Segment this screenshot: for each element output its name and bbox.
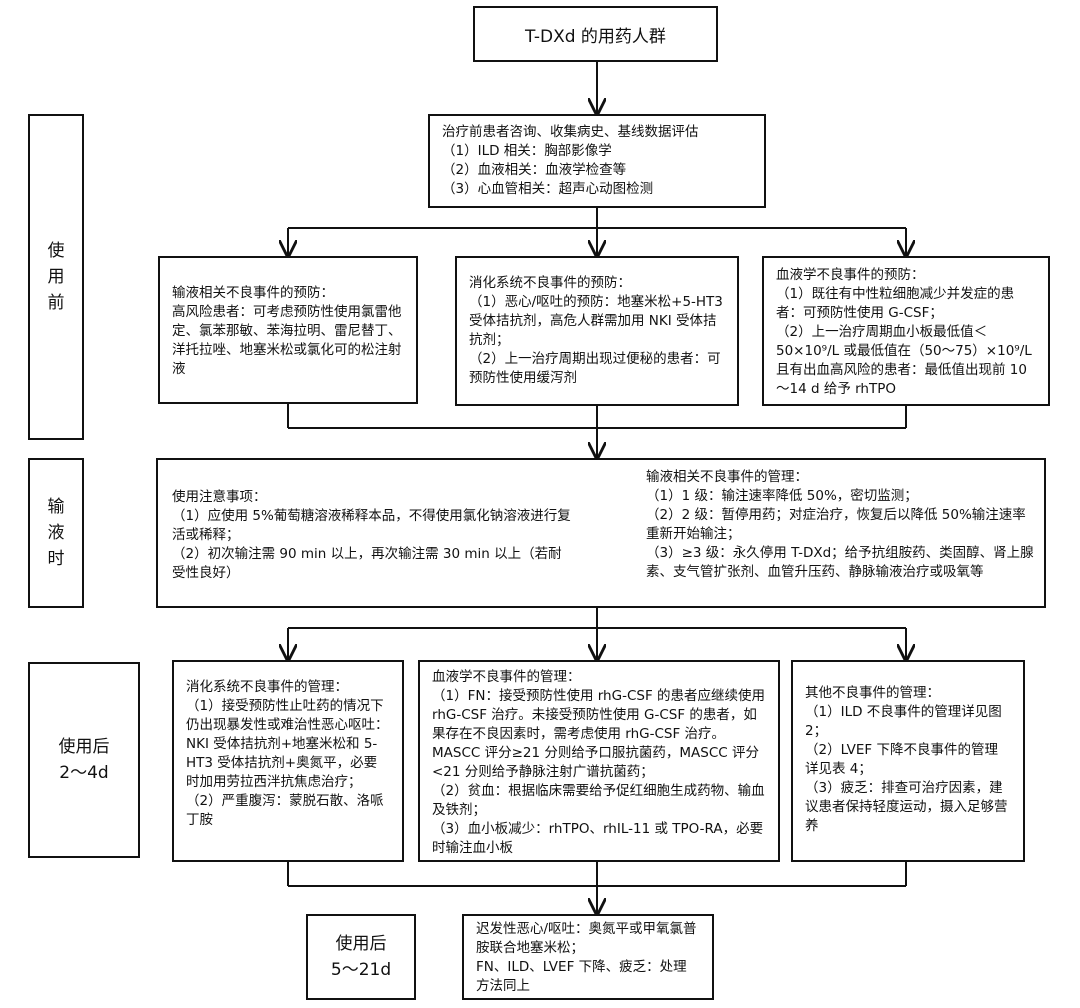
flowchart-title: T-DXd 的用药人群 [473, 6, 718, 62]
gi-management-box: 消化系统不良事件的管理： （1）接受预防性止吐药的情况下仍出现暴发性或难治性恶心… [172, 660, 404, 862]
infusion-reaction-prevention-box: 输液相关不良事件的预防： 高风险患者：可考虑预防性使用氯雷他定、氯苯那敏、苯海拉… [158, 256, 418, 404]
infusion-usage-notes: 使用注意事项： （1）应使用 5%葡萄糖溶液稀释本品，不得使用氯化钠溶液进行复活… [172, 489, 571, 581]
hematologic-prevention-box: 血液学不良事件的预防： （1）既往有中性粒细胞减少并发症的患者：可预防性使用 G… [762, 256, 1050, 406]
other-adverse-event-management-box: 其他不良事件的管理： （1）ILD 不良事件的管理详见图 2； （2）LVEF … [791, 660, 1025, 862]
infusion-reaction-management: 输液相关不良事件的管理： （1）1 级：输注速率降低 50%，密切监测； （2）… [646, 469, 1034, 580]
stage-label-during-infusion: 输 液 时 [28, 458, 84, 608]
stage-label-after-2-4d: 使用后 2～4d [28, 662, 140, 858]
infusion-stage-box: 使用注意事项： （1）应使用 5%葡萄糖溶液稀释本品，不得使用氯化钠溶液进行复活… [156, 458, 1046, 608]
hematologic-management-box: 血液学不良事件的管理： （1）FN：接受预防性使用 rhG-CSF 的患者应继续… [418, 660, 780, 862]
late-stage-management-box: 迟发性恶心/呕吐：奥氮平或甲氧氯普胺联合地塞米松； FN、ILD、LVEF 下降… [462, 914, 714, 1000]
stage-label-after-5-21d: 使用后 5～21d [306, 914, 416, 1000]
gi-prevention-box: 消化系统不良事件的预防： （1）恶心/呕吐的预防：地塞米松+5-HT3 受体拮抗… [455, 256, 739, 406]
pre-treatment-assessment-box: 治疗前患者咨询、收集病史、基线数据评估 （1）ILD 相关：胸部影像学 （2）血… [428, 114, 766, 208]
stage-label-before-use: 使 用 前 [28, 114, 84, 440]
